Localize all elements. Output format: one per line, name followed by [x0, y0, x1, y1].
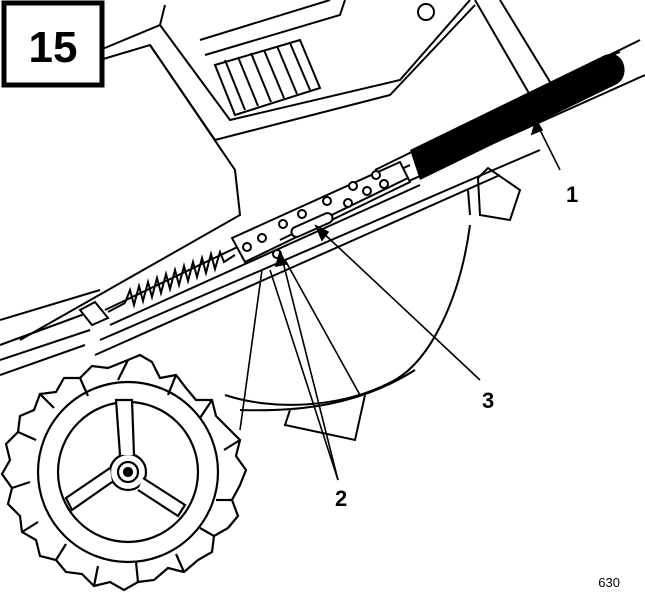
rear-wheel: [0, 353, 248, 592]
callout-1: 1: [566, 182, 578, 207]
mower-deck: [19, 0, 556, 341]
callout-leaders: [239, 118, 561, 481]
figure-reference-code: 630: [598, 575, 620, 590]
adjust-hole: [278, 219, 288, 229]
callout-2: 2: [335, 486, 347, 511]
step-number: 15: [29, 23, 78, 72]
adjust-hole: [343, 198, 353, 208]
adjust-hole: [371, 170, 381, 180]
return-spring: [78, 248, 236, 327]
adjust-hole: [362, 186, 372, 196]
adjust-hole: [242, 242, 252, 252]
height-adjust-bracket: [230, 160, 412, 264]
adjust-hole: [379, 179, 389, 189]
adjust-hole: [297, 209, 307, 219]
adjust-hole: [348, 181, 358, 191]
step-number-box: 15: [1, 0, 105, 88]
adjust-hole: [257, 233, 267, 243]
callout-3: 3: [482, 388, 494, 413]
adjust-hole: [322, 196, 332, 206]
handle-grip: [410, 51, 625, 180]
rear-shield: [224, 166, 522, 442]
